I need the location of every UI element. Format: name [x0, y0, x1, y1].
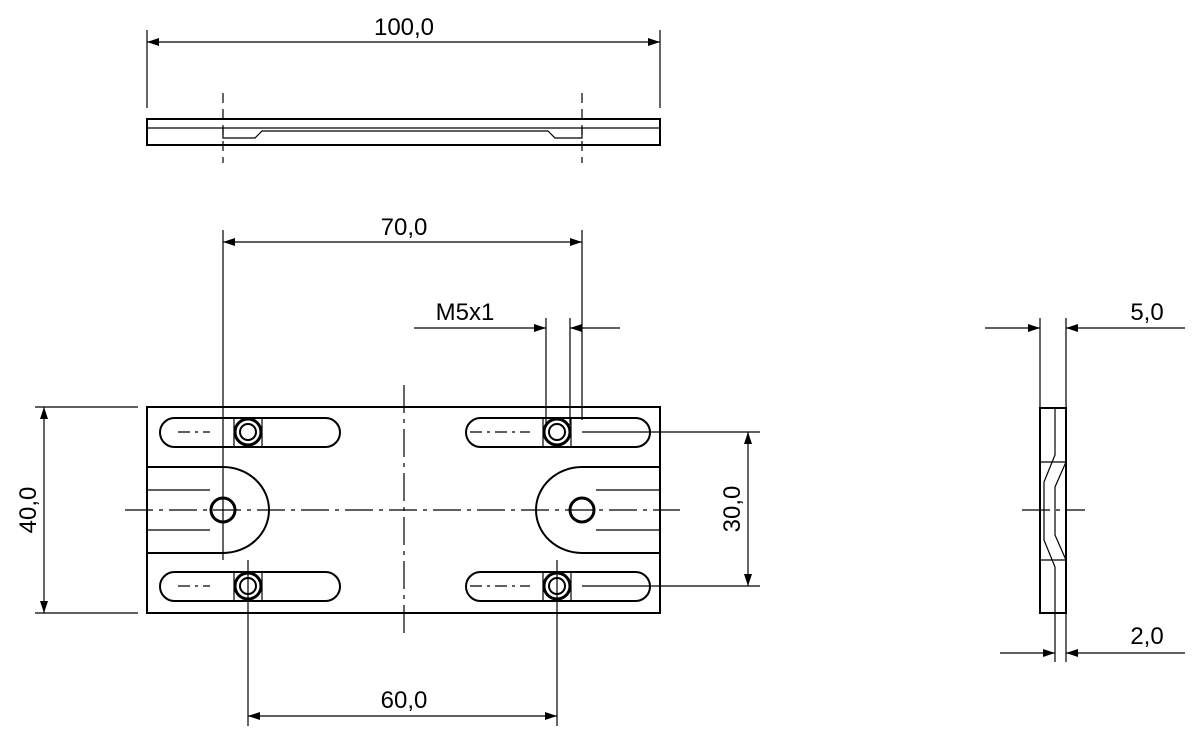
side-profile-bend-inner [1054, 461, 1067, 561]
mounting-hole-right [568, 496, 596, 524]
mounting-tab-left [147, 466, 270, 554]
front-view: 70,0 M5x1 40,0 30,0 60,0 [15, 214, 760, 726]
threaded-hole-top-left [233, 417, 263, 447]
mounting-hole-left [209, 496, 237, 524]
threaded-hole-top-right [542, 417, 572, 447]
dim-sheet-thickness: 2,0 [1130, 623, 1163, 650]
dim-thread: M5x1 [436, 299, 495, 326]
plate-edge-outline [146, 118, 661, 146]
plate-edge-recess [222, 128, 583, 139]
dim-height-holes: 30,0 [719, 486, 746, 533]
side-profile-bend [1043, 408, 1056, 613]
threaded-hole-bottom-right [542, 571, 572, 601]
dim-thickness-total: 5,0 [1130, 299, 1163, 326]
tab-groove-right [596, 489, 660, 531]
dim-length-total: 100,0 [374, 14, 434, 41]
top-view: 100,0 [146, 14, 661, 163]
dim-hole-spacing-outer: 70,0 [381, 214, 428, 241]
tab-groove-left [147, 489, 210, 531]
dim-height-total: 40,0 [15, 487, 42, 534]
dim-hole-spacing-inner: 60,0 [381, 687, 428, 714]
side-view: 5,0 2,0 [985, 299, 1185, 662]
threaded-hole-bottom-left [233, 571, 263, 601]
mounting-tab-right [535, 466, 660, 554]
